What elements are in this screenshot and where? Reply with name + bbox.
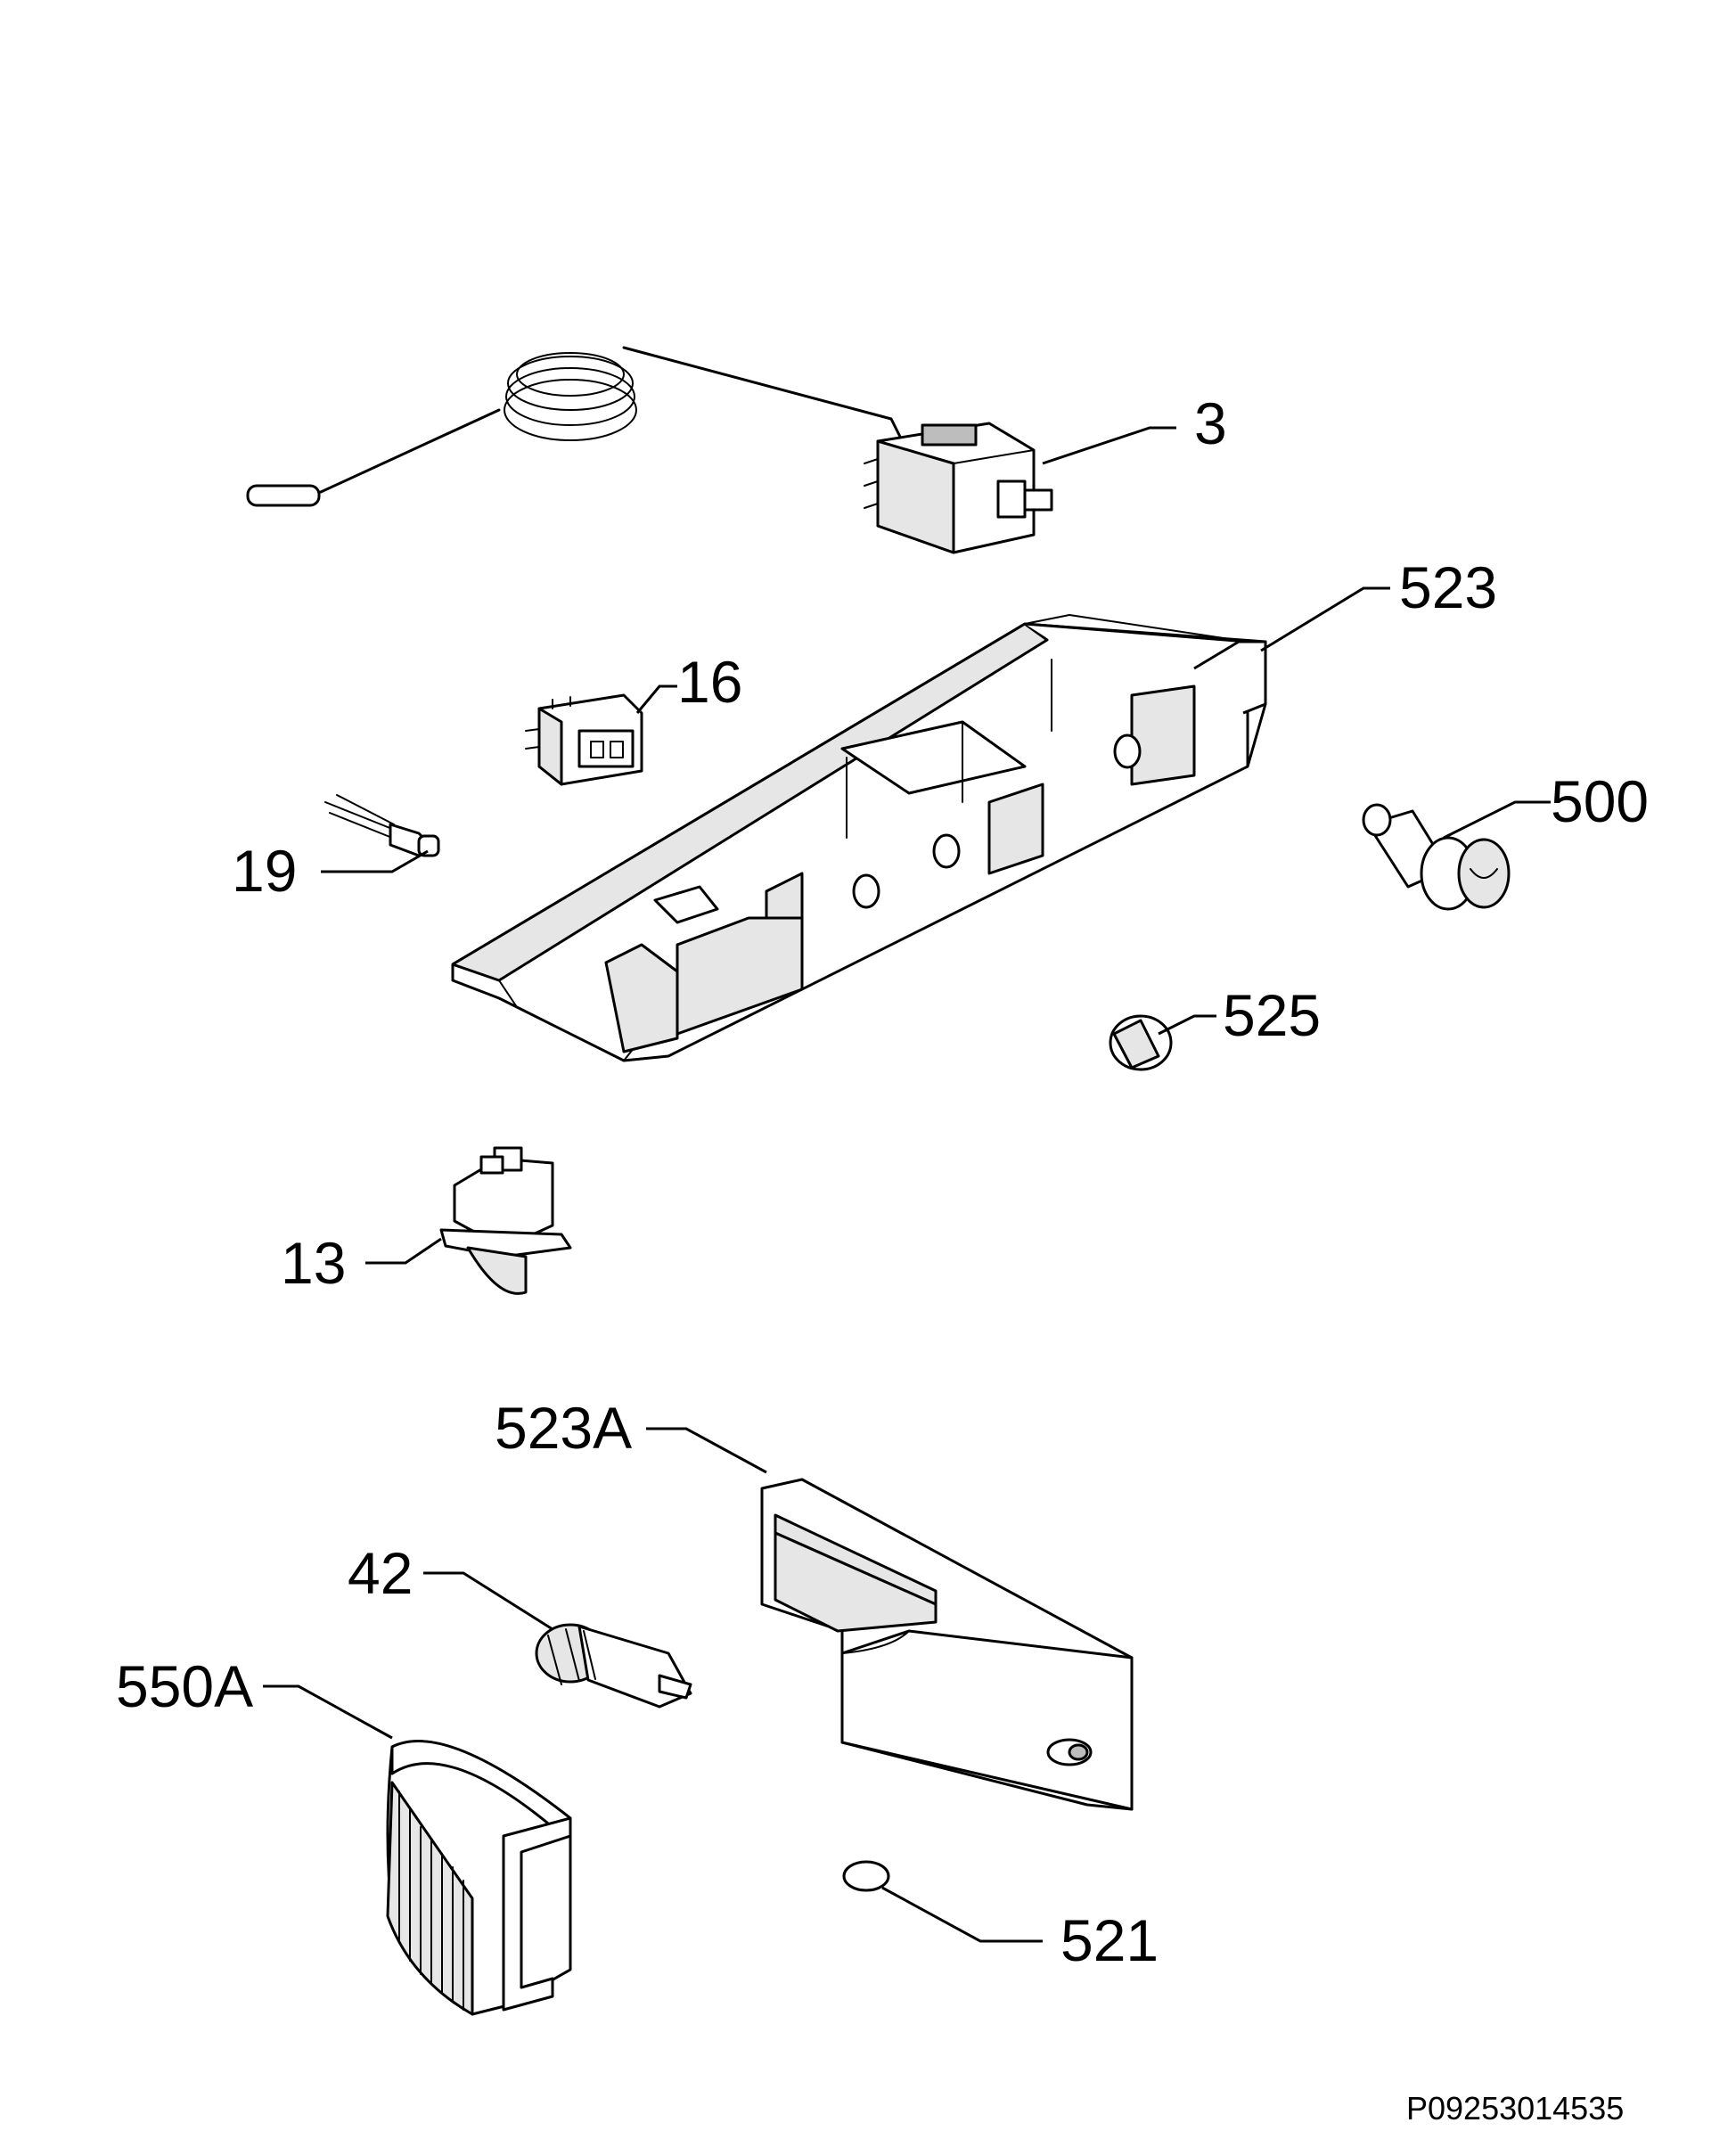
leader-lines [263, 426, 1551, 1943]
callout-3: 3 [1194, 390, 1227, 456]
callout-523: 523 [1399, 554, 1497, 620]
callout-523a: 523A [495, 1395, 632, 1461]
callout-521: 521 [1060, 1907, 1159, 1973]
rocker-switch-part-16 [525, 693, 643, 786]
lamp-holder-part-13 [439, 1146, 572, 1295]
callout-16: 16 [677, 649, 742, 715]
cap-part-525 [1109, 1014, 1173, 1071]
knob-part-500 [1362, 803, 1511, 911]
callout-525: 525 [1223, 982, 1321, 1048]
control-housing-part-523 [451, 614, 1267, 1062]
callout-19: 19 [232, 838, 297, 904]
callout-13: 13 [281, 1230, 346, 1296]
reference-code: P09253014535 [1406, 2090, 1624, 2127]
end-cap-part-550a [386, 1740, 572, 2016]
thermostat-part-3 [246, 346, 1053, 554]
o-ring-part-521 [842, 1860, 890, 1892]
callout-550a: 550A [116, 1653, 253, 1719]
callout-42: 42 [348, 1540, 413, 1606]
lamp-part-19 [324, 794, 440, 857]
lamp-socket-part-42 [535, 1623, 692, 1709]
callout-labels: 3 523 16 500 19 525 13 523A 42 550A 521 … [116, 390, 1649, 2127]
front-cover-part-523a [760, 1478, 1134, 1811]
callout-500: 500 [1551, 768, 1649, 834]
